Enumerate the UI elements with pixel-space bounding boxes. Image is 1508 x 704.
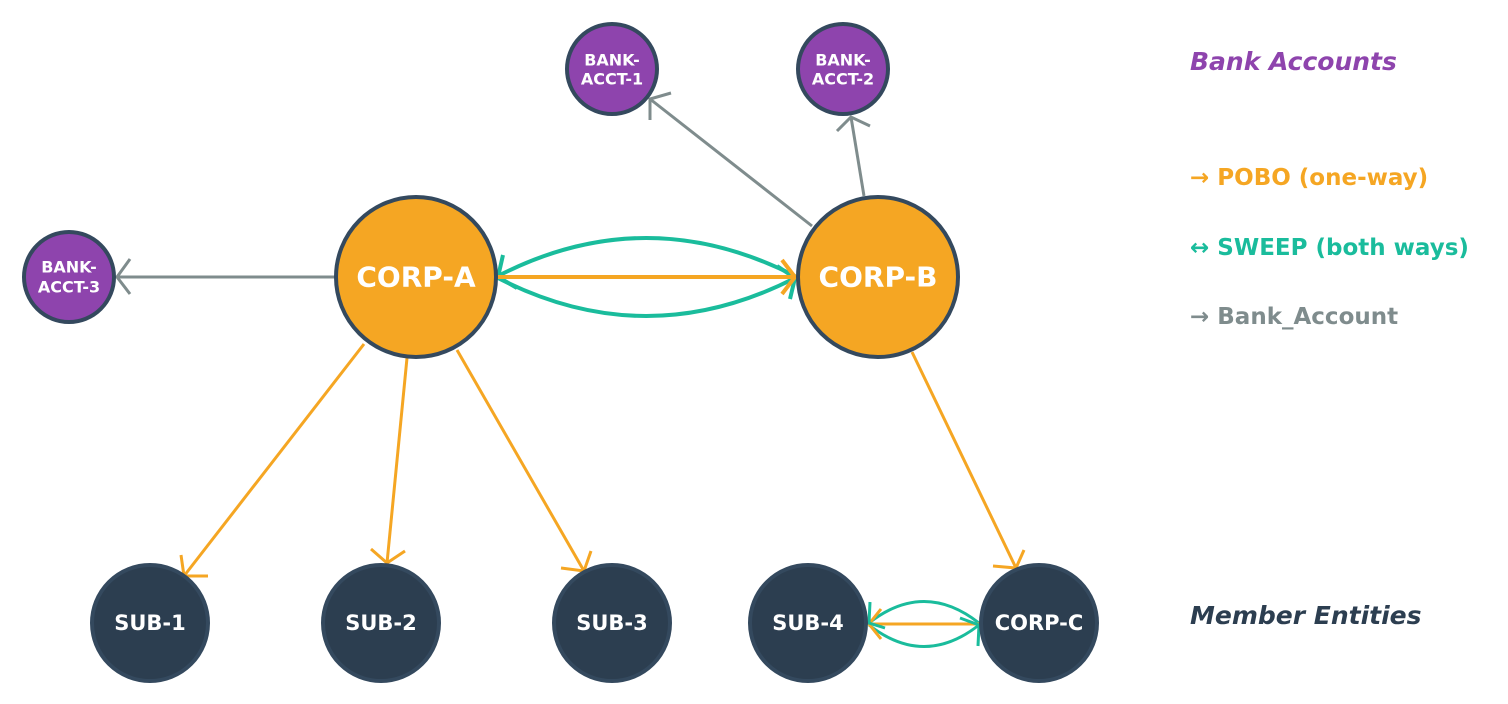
- pobo-edges: [498, 258, 798, 296]
- node-bank-acct-3-label-line-2: ACCT-3: [38, 278, 100, 297]
- edge-sweep-b-to-a: [497, 276, 796, 318]
- arrowhead-bank-3: [115, 258, 132, 295]
- arrowhead-sub-3: [560, 550, 593, 573]
- node-bank-acct-3-label-line-1: BANK-: [41, 258, 97, 277]
- edge-sweep-a-to-b: [497, 236, 796, 278]
- arrowhead-pobo-b: [780, 258, 798, 296]
- edge-pobo-a-to-sub-3: [455, 349, 586, 572]
- node-corp-c[interactable]: CORP-C: [979, 563, 1099, 683]
- node-corp-b-label: CORP-B: [819, 261, 938, 294]
- legend-bank-accounts: Bank Accounts: [1190, 47, 1397, 76]
- node-bank-acct-2-label-line-2: ACCT-2: [812, 70, 874, 89]
- node-sub-4[interactable]: SUB-4: [748, 563, 868, 683]
- pobo-edges-subs: [179, 343, 1026, 578]
- node-bank-acct-1-label-line-2: ACCT-1: [581, 70, 643, 89]
- node-corp-b[interactable]: CORP-B: [796, 195, 960, 359]
- edge-corp-b-to-bank-2: [849, 116, 866, 197]
- node-sub-3[interactable]: SUB-3: [552, 563, 672, 683]
- legend-pobo: → POBO (one-way): [1190, 165, 1428, 191]
- node-corp-a[interactable]: CORP-A: [334, 195, 498, 359]
- legend: Bank Accounts → POBO (one-way) ↔ SWEEP (…: [1190, 47, 1469, 630]
- node-sub-1-label: SUB-1: [114, 611, 186, 635]
- edge-pobo-b-to-corp-c: [910, 351, 1018, 569]
- legend-bank-account: → Bank_Account: [1190, 304, 1398, 330]
- node-bank-acct-2-label-line-1: BANK-: [815, 51, 871, 70]
- edge-pobo-a-to-sub-2: [385, 357, 409, 564]
- edge-sweep-sub4-corp-c-bottom: [868, 623, 980, 648]
- legend-member-entities: Member Entities: [1190, 601, 1422, 630]
- edges-sub-4-corp-c: [867, 600, 981, 648]
- node-bank-acct-3[interactable]: BANK- ACCT-3: [22, 230, 116, 324]
- bank-link-edges: [115, 91, 871, 295]
- node-sub-2[interactable]: SUB-2: [321, 563, 441, 683]
- edge-pobo-a-to-sub-1: [182, 343, 366, 577]
- node-sub-4-label: SUB-4: [772, 611, 844, 635]
- node-bank-acct-1[interactable]: BANK- ACCT-1: [565, 22, 659, 116]
- node-bank-acct-1-label-line-1: BANK-: [584, 51, 640, 70]
- node-bank-acct-2[interactable]: BANK- ACCT-2: [796, 22, 890, 116]
- arrowhead-bank-1: [648, 91, 672, 120]
- node-corp-a-label: CORP-A: [356, 261, 476, 294]
- legend-sweep: ↔ SWEEP (both ways): [1190, 235, 1469, 261]
- arrowhead-sweep-corp-c: [959, 616, 981, 647]
- node-sub-1[interactable]: SUB-1: [90, 563, 210, 683]
- edge-sweep-sub4-corp-c-top: [868, 600, 980, 625]
- arrowhead-bank-2: [835, 115, 871, 133]
- node-sub-2-label: SUB-2: [345, 611, 417, 635]
- arrowhead-sub-2: [370, 547, 406, 565]
- node-sub-3-label: SUB-3: [576, 611, 648, 635]
- edge-corp-b-to-bank-1: [649, 97, 813, 228]
- arrowhead-sub-1: [179, 554, 208, 578]
- arrowhead-sweep-sub-4: [867, 601, 886, 630]
- node-corp-c-label: CORP-C: [995, 611, 1084, 635]
